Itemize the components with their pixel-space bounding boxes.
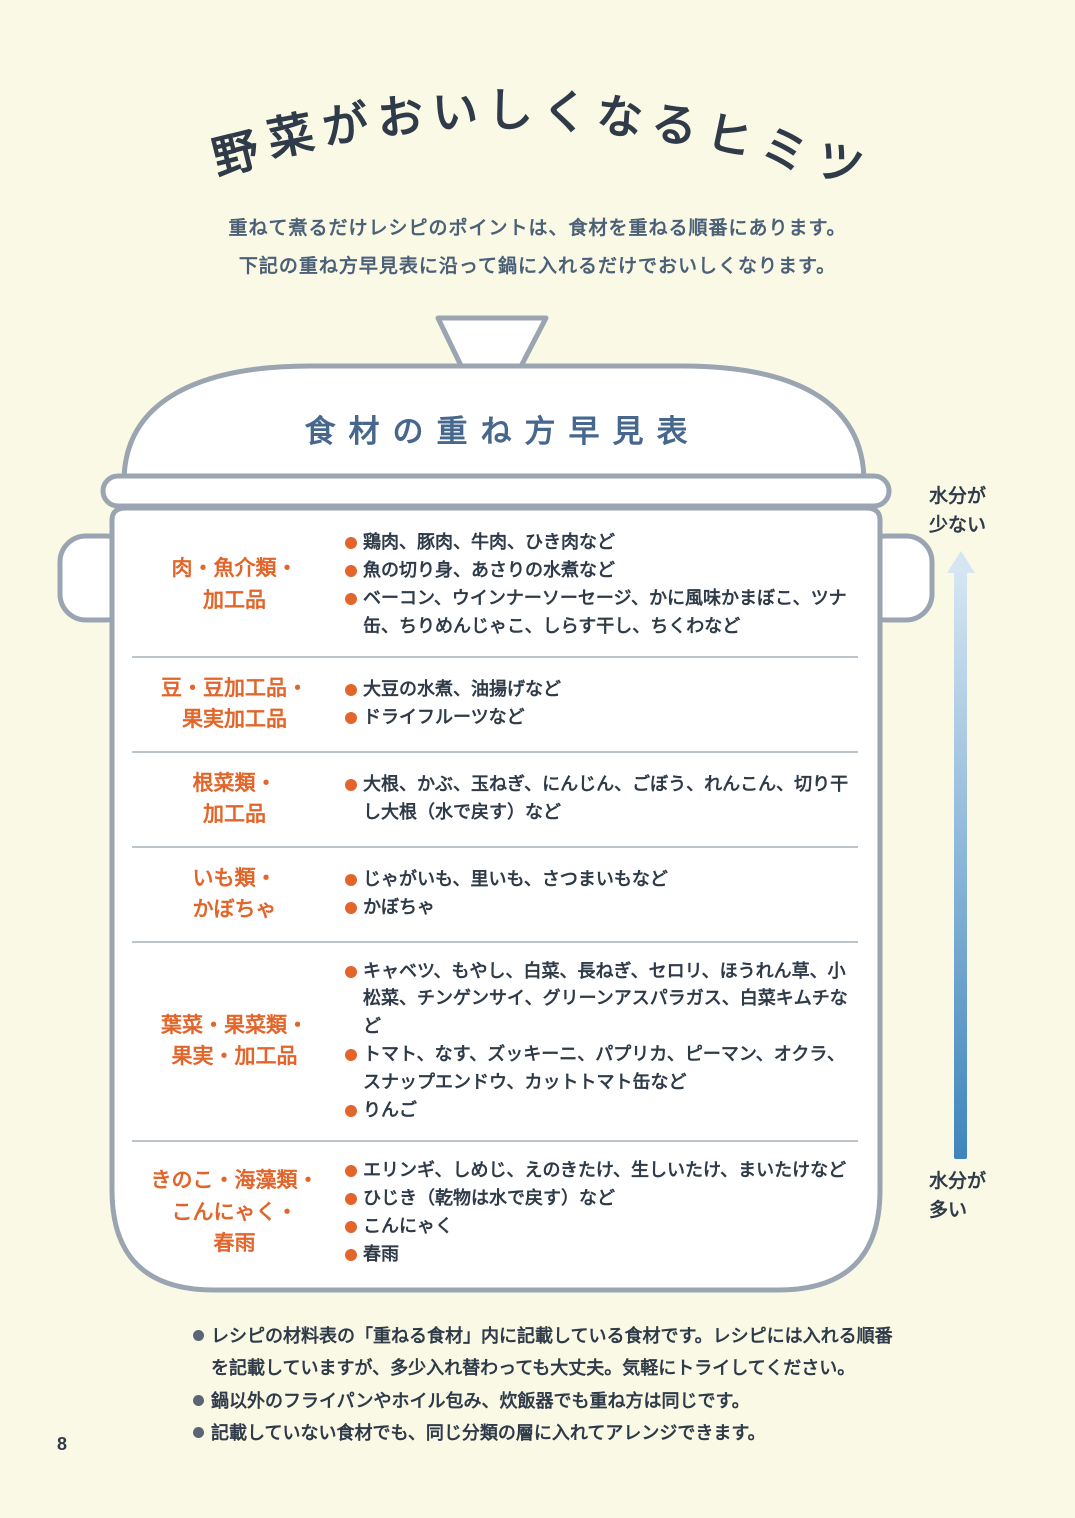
ingredient-item: りんご <box>345 1097 858 1125</box>
layer-row: 葉菜・果菜類・ 果実・加工品キャベツ、もやし、白菜、長ねぎ、セロリ、ほうれん草、… <box>132 943 858 1142</box>
layer-row: 肉・魚介類・ 加工品鶏肉、豚肉、牛肉、ひき肉など魚の切り身、あさりの水煮などベー… <box>132 514 858 658</box>
layer-row: 根菜類・ 加工品 大根、かぶ、玉ねぎ、にんじん、ごぼう、れんこん、切り干し大根（水… <box>132 753 858 848</box>
title-char: な <box>594 88 646 146</box>
layer-category-label: いも類・ かぼちゃ <box>192 866 277 922</box>
pot-lid <box>121 363 867 485</box>
ingredient-text: 魚の切り身、あさりの水煮など <box>363 559 615 580</box>
layer-items: 鶏肉、豚肉、牛肉、ひき肉など魚の切り身、あさりの水煮などベーコン、ウインナーソー… <box>337 529 858 641</box>
bullet-icon <box>345 537 357 549</box>
bullet-icon <box>345 1248 357 1261</box>
footnote-item: レシピの材料表の「重ねる食材」内に記載している食材です。レシピには入れる順番を記… <box>193 1320 893 1385</box>
bullet-icon <box>345 712 357 725</box>
intro-line-2: 下記の重ね方早見表に沿って鍋に入れるだけでおいしくなります。 <box>238 256 837 277</box>
bullet-icon <box>345 779 357 792</box>
layer-row: いも類・ かぼちゃ じゃがいも、里いも、さつまいもなどかぼちゃ <box>132 848 858 943</box>
ingredient-text: 大豆の水煮、油揚げなど <box>363 679 561 700</box>
bullet-icon <box>345 592 357 605</box>
ingredient-text: りんご <box>363 1100 417 1121</box>
layer-items: キャベツ、もやし、白菜、長ねぎ、セロリ、ほうれん草、小松菜、チンゲンサイ、グリー… <box>337 958 858 1125</box>
layer-items: じゃがいも、里いも、さつまいもなどかぼちゃ <box>337 866 858 922</box>
footnotes: レシピの材料表の「重ねる食材」内に記載している食材です。レシピには入れる順番を記… <box>193 1320 893 1450</box>
bullet-icon <box>345 1164 357 1177</box>
ingredient-text: じゃがいも、里いも、さつまいもなど <box>363 869 668 890</box>
bullet-icon <box>345 1105 357 1118</box>
bullet-icon <box>345 1220 357 1233</box>
moisture-low-label: 水分が 少ない <box>929 486 987 537</box>
ingredient-item: エリンギ、しめじ、えのきたけ、生しいたけ、まいたけなど <box>345 1157 858 1185</box>
ingredient-text: ドライフルーツなど <box>363 707 525 728</box>
ingredient-item: ドライフルーツなど <box>345 704 858 732</box>
layer-row: きのこ・海藻類・ こんにゃく・ 春雨エリンギ、しめじ、えのきたけ、生しいたけ、ま… <box>132 1142 858 1284</box>
layer-category-label: 肉・魚介類・ 加工品 <box>171 557 298 612</box>
ingredient-item: じゃがいも、里いも、さつまいもなど <box>345 866 858 894</box>
title-char: が <box>319 96 372 154</box>
layer-category-label: 豆・豆加工品・ 果実加工品 <box>161 676 308 732</box>
layer-category-label: 根菜類・ 加工品 <box>192 771 277 827</box>
ingredient-item: トマト、なす、ズッキーニ、パプリカ、ピーマン、オクラ、スナップエンドウ、カットト… <box>345 1041 858 1097</box>
intro-text: 重ねて煮るだけレシピのポイントは、食材を重ねる順番にあります。 下記の重ね方早見… <box>0 210 1075 286</box>
ingredient-item: ひじき（乾物は水で戻す）など <box>345 1185 858 1213</box>
layer-row: 豆・豆加工品・ 果実加工品大豆の水煮、油揚げなどドライフルーツなど <box>132 658 858 753</box>
bullet-icon <box>345 684 357 697</box>
intro-line-1: 重ねて煮るだけレシピのポイントは、食材を重ねる順番にあります。 <box>228 218 847 239</box>
ingredient-text: 春雨 <box>363 1243 399 1264</box>
layer-items: 大根、かぶ、玉ねぎ、にんじん、ごぼう、れんこん、切り干し大根（水で戻す）など <box>337 771 858 827</box>
page-number: 8 <box>57 1434 68 1454</box>
ingredient-item: ベーコン、ウインナーソーセージ、かに風味かまぼこ、ツナ缶、ちりめんじゃこ、しらす… <box>345 585 858 641</box>
ingredient-item: こんにゃく <box>345 1213 858 1241</box>
ingredient-item: 大根、かぶ、玉ねぎ、にんじん、ごぼう、れんこん、切り干し大根（水で戻す）など <box>345 771 858 827</box>
bullet-icon <box>345 1192 357 1205</box>
bullet-icon <box>345 1049 357 1062</box>
layer-items: エリンギ、しめじ、えのきたけ、生しいたけ、まいたけなどひじき（乾物は水で戻す）な… <box>337 1157 858 1269</box>
ingredient-text: ベーコン、ウインナーソーセージ、かに風味かまぼこ、ツナ缶、ちりめんじゃこ、しらす… <box>363 587 847 636</box>
footnote-text: 鍋以外のフライパンやホイル包み、炊飯器でも重ね方は同じです。 <box>211 1390 750 1411</box>
bullet-icon <box>345 902 357 915</box>
footnote-item: 鍋以外のフライパンやホイル包み、炊飯器でも重ね方は同じです。 <box>193 1385 893 1417</box>
layer-table: 肉・魚介類・ 加工品鶏肉、豚肉、牛肉、ひき肉など魚の切り身、あさりの水煮などベー… <box>132 514 858 1283</box>
ingredient-text: かぼちゃ <box>363 897 435 918</box>
footnote-text: レシピの材料表の「重ねる食材」内に記載している食材です。レシピには入れる順番を記… <box>211 1326 893 1379</box>
pot-lid-rim <box>100 473 892 509</box>
layer-category-label: きのこ・海藻類・ こんにゃく・ 春雨 <box>150 1169 319 1256</box>
chart-title: 食材の重ね方早見表 <box>304 414 701 449</box>
ingredient-item: キャベツ、もやし、白菜、長ねぎ、セロリ、ほうれん草、小松菜、チンゲンサイ、グリー… <box>345 958 858 1042</box>
bullet-icon <box>193 1394 204 1406</box>
footnote-text: 記載していない食材でも、同じ分類の層に入れてアレンジできます。 <box>211 1423 766 1444</box>
ingredient-item: かぼちゃ <box>345 894 858 922</box>
title-char: お <box>375 89 426 145</box>
ingredient-text: キャベツ、もやし、白菜、長ねぎ、セロリ、ほうれん草、小松菜、チンゲンサイ、グリー… <box>363 960 848 1037</box>
ingredient-text: トマト、なす、ズッキーニ、パプリカ、ピーマン、オクラ、スナップエンドウ、カットト… <box>363 1044 846 1093</box>
ingredient-text: ひじき（乾物は水で戻す）など <box>363 1187 615 1208</box>
ingredient-text: 鶏肉、豚肉、牛肉、ひき肉など <box>363 532 615 552</box>
ingredient-text: 大根、かぶ、玉ねぎ、にんじん、ごぼう、れんこん、切り干し大根（水で戻す）など <box>363 774 849 823</box>
bullet-icon <box>345 564 357 577</box>
title-char: し <box>487 84 533 136</box>
layer-items: 大豆の水煮、油揚げなどドライフルーツなど <box>337 676 858 732</box>
ingredient-item: 鶏肉、豚肉、牛肉、ひき肉など <box>345 529 858 557</box>
layer-category-label: 葉菜・果菜類・ 果実・加工品 <box>161 1013 308 1069</box>
moisture-high-label: 水分が 多い <box>929 1171 987 1222</box>
title-char: く <box>540 84 590 140</box>
moisture-gradient-arrow <box>954 571 967 1159</box>
bullet-icon <box>345 965 357 978</box>
pot-body <box>109 505 883 1293</box>
title-char: る <box>647 95 702 155</box>
ingredient-item: 大豆の水煮、油揚げなど <box>345 676 858 704</box>
bullet-icon <box>193 1330 204 1341</box>
footnote-item: 記載していない食材でも、同じ分類の層に入れてアレンジできます。 <box>193 1417 893 1449</box>
ingredient-text: エリンギ、しめじ、えのきたけ、生しいたけ、まいたけなど <box>363 1159 847 1180</box>
bullet-icon <box>345 874 357 887</box>
bullet-icon <box>193 1427 204 1439</box>
ingredient-text: こんにゃく <box>363 1215 453 1236</box>
ingredient-item: 春雨 <box>345 1241 858 1269</box>
ingredient-item: 魚の切り身、あさりの水煮など <box>345 557 858 585</box>
arrow-up-icon <box>947 551 975 573</box>
page-title: 野菜がおいしくなるヒミツ <box>0 84 1075 196</box>
title-char: い <box>431 85 479 139</box>
